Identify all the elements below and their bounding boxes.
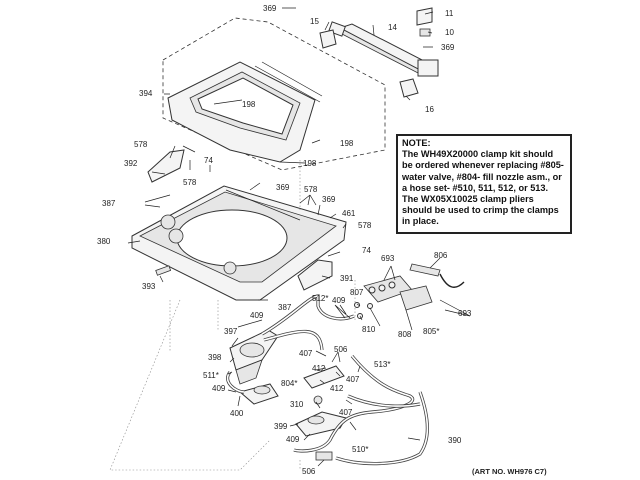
label-407: 407 (346, 375, 360, 384)
label-387: 387 (102, 199, 116, 208)
note-body: The WH49X20000 clamp kit should be order… (402, 149, 564, 227)
label-11: 11 (445, 9, 454, 18)
label-310: 310 (290, 400, 304, 409)
label-398: 398 (208, 353, 222, 362)
label-506: 506 (302, 467, 316, 476)
label-578: 578 (134, 140, 148, 149)
top-panel (131, 185, 347, 301)
label-808: 808 (398, 330, 412, 339)
label-806: 806 (434, 251, 448, 260)
hoses (226, 294, 430, 466)
label-512: 512* (312, 294, 328, 303)
label-198: 198 (303, 159, 317, 168)
label-409: 409 (212, 384, 226, 393)
note-box: NOTE: The WH49X20000 clamp kit should be… (396, 134, 572, 234)
label-400: 400 (230, 409, 244, 418)
label-693: 693 (381, 254, 395, 263)
label-461: 461 (342, 209, 356, 218)
label-392: 392 (124, 159, 138, 168)
label-369: 369 (276, 183, 290, 192)
label-399: 399 (274, 422, 288, 431)
label-511: 511* (203, 371, 219, 380)
lid-lock-391 (297, 259, 333, 291)
label-390: 390 (448, 436, 462, 445)
lid-dashed-outline (162, 17, 386, 171)
label-409: 409 (332, 296, 346, 305)
label-74: 74 (362, 246, 371, 255)
label-369: 369 (441, 43, 455, 52)
label-407: 407 (299, 349, 313, 358)
label-409: 409 (286, 435, 300, 444)
fitting-807 (354, 302, 360, 308)
art-number: (ART NO. WH976 C7) (472, 467, 547, 476)
lid-assembly (167, 61, 323, 163)
label-412: 412 (312, 364, 326, 373)
label-578: 578 (358, 221, 372, 230)
note-heading: NOTE: (402, 138, 431, 148)
label-506: 506 (334, 345, 348, 354)
label-10: 10 (445, 28, 454, 37)
label-198: 198 (242, 100, 256, 109)
label-807: 807 (350, 288, 364, 297)
label-805: 805* (423, 327, 439, 336)
label-804: 804* (281, 379, 297, 388)
label-397: 397 (224, 327, 238, 336)
label-578: 578 (304, 185, 318, 194)
label-391: 391 (340, 274, 354, 283)
water-valve-805 (363, 275, 433, 311)
label-16: 16 (425, 105, 434, 114)
guide-lines (169, 160, 356, 352)
label-15: 15 (310, 17, 319, 26)
label-198: 198 (340, 139, 354, 148)
label-14: 14 (388, 23, 397, 32)
label-74: 74 (204, 156, 213, 165)
label-369: 369 (263, 4, 277, 13)
label-387: 387 (278, 303, 292, 312)
label-409: 409 (250, 311, 264, 320)
clip-506 (315, 451, 333, 461)
cover-11 (416, 7, 433, 26)
label-578: 578 (183, 178, 197, 187)
cap-15 (319, 29, 337, 49)
part-393 (155, 265, 172, 276)
label-412: 412 (330, 384, 344, 393)
label-393: 393 (142, 282, 156, 291)
label-510: 510* (352, 445, 368, 454)
label-693: 693 (458, 309, 472, 318)
base-dashed-outline (109, 299, 301, 471)
hinge-bar (328, 21, 439, 77)
leader-lines (127, 7, 471, 467)
fitting-808 (367, 303, 373, 309)
label-407: 407 (339, 408, 353, 417)
bracket-400 (238, 383, 279, 405)
label-513: 513* (374, 360, 390, 369)
label-394: 394 (139, 89, 153, 98)
wire-harness-806 (409, 263, 441, 277)
harness-wire (439, 273, 465, 288)
label-380: 380 (97, 237, 111, 246)
part-10 (419, 28, 431, 37)
label-810: 810 (362, 325, 376, 334)
cap-16 (399, 78, 419, 98)
label-369: 369 (322, 195, 336, 204)
latch-392 (147, 149, 185, 183)
